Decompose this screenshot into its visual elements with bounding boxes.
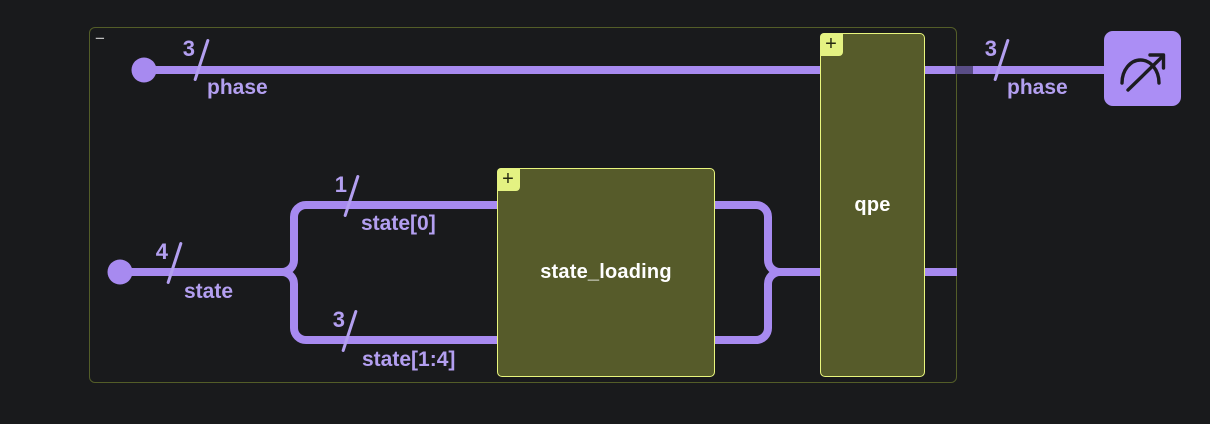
circuit-group-frame — [89, 27, 957, 383]
gate-state-loading-label: state_loading — [540, 261, 672, 283]
gate-qpe[interactable]: + qpe — [819, 32, 925, 377]
register-size: 1 — [334, 172, 347, 197]
wire-boundary-dim-segment — [955, 66, 973, 74]
register-size: 3 — [182, 36, 195, 61]
register-size: 3 — [984, 36, 997, 61]
register-name: state[0] — [361, 212, 436, 235]
register-name: phase — [1007, 76, 1068, 99]
register-name: state — [184, 280, 234, 303]
collapse-group-button[interactable]: − — [92, 29, 112, 49]
register-size: 3 — [332, 307, 345, 332]
register-name: phase — [207, 76, 268, 99]
gate-state-loading[interactable]: + state_loading — [496, 167, 715, 377]
state0-branch-wire — [281, 201, 957, 276]
register-size: 4 — [155, 239, 168, 264]
measurement-box[interactable] — [1104, 31, 1181, 106]
register-name: state[1:4] — [362, 348, 456, 371]
gate-qpe-label: qpe — [854, 193, 891, 216]
state-start-dot — [107, 259, 133, 285]
phase-start-dot — [131, 57, 157, 83]
expand-state-loading-button[interactable]: + — [496, 167, 520, 191]
expand-qpe-button[interactable]: + — [819, 32, 843, 56]
measure-gauge-icon — [1120, 53, 1166, 92]
